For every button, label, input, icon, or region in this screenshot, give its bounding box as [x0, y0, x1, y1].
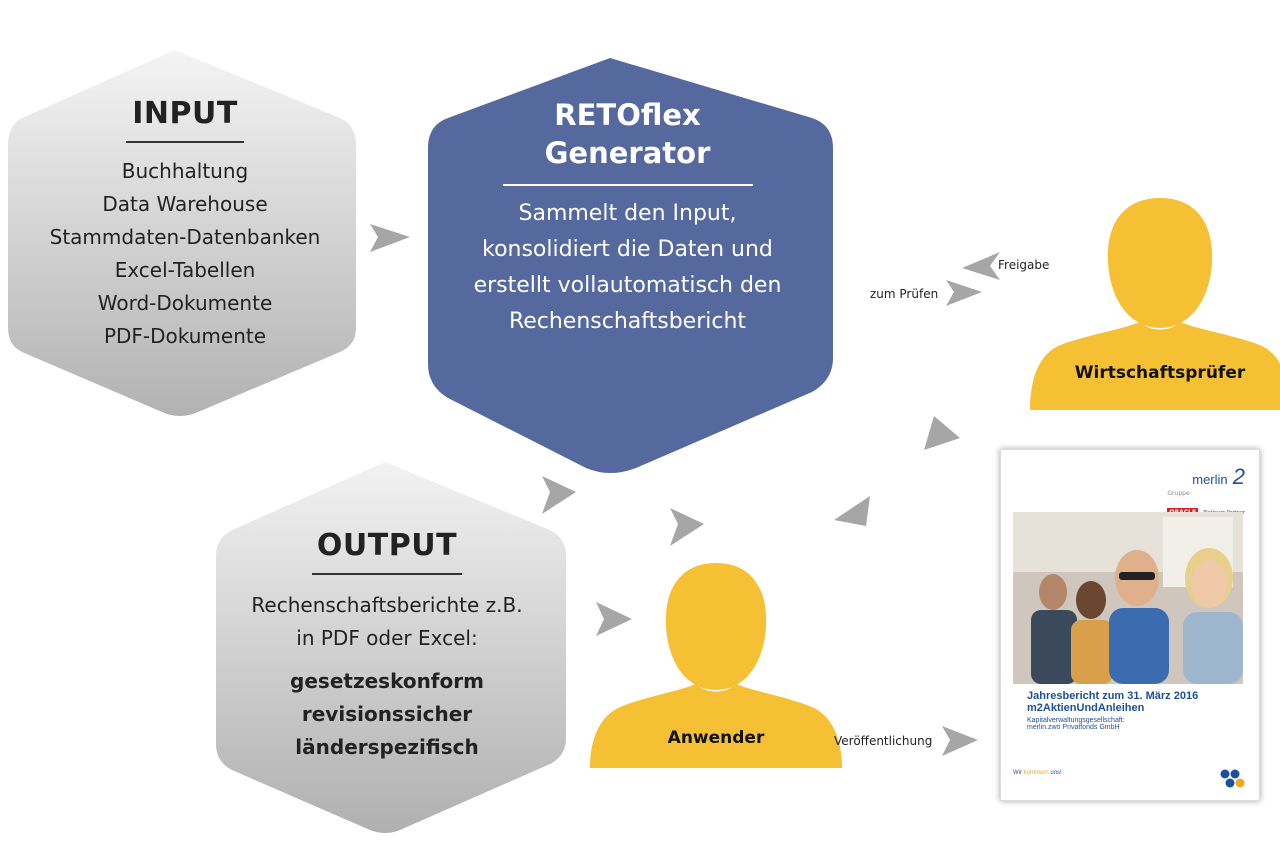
output-bold-item: gesetzeskonform	[290, 669, 484, 693]
input-items-list: Buchhaltung Data Warehouse Stammdaten-Da…	[40, 155, 330, 353]
list-item: Buchhaltung	[121, 159, 249, 183]
generator-title-rule	[502, 184, 753, 186]
output-title: OUTPUT	[316, 528, 458, 563]
person-body-2	[1071, 620, 1113, 684]
input-title-rule	[126, 141, 244, 143]
person-body-3	[1109, 608, 1169, 684]
input-title: INPUT	[132, 96, 238, 131]
report-brand: merlin	[1192, 472, 1228, 487]
generator-description: Sammelt den Input, konsolidiert die Date…	[455, 196, 800, 340]
auditor-label: Wirtschaftsprüfer	[1074, 363, 1246, 383]
list-item: Word-Dokumente	[97, 291, 273, 315]
output-lines: Rechenschaftsberichte z.B. in PDF oder E…	[232, 589, 542, 655]
report-sub-line1: Kapitalverwaltungsgesellschaft:	[1027, 717, 1125, 724]
list-item: PDF-Dokumente	[103, 324, 267, 348]
report-title-line2: m2AktienUndAnleihen	[1027, 702, 1145, 714]
logo-dot-2	[1230, 769, 1240, 779]
logo-dot-3	[1225, 778, 1235, 788]
report-slogan: Wir kümmern uns!	[1013, 770, 1062, 776]
report-title-block: Jahresbericht zum 31. März 2016 m2Aktien…	[1027, 690, 1251, 731]
logo-dot-1	[1220, 769, 1230, 779]
arrow-release	[962, 252, 1000, 280]
person-glasses	[1119, 572, 1155, 580]
generator-desc-line: konsolidiert die Daten und	[482, 237, 773, 262]
list-item: Stammdaten-Datenbanken	[49, 225, 321, 249]
person-body-4	[1183, 612, 1243, 684]
input-hexagon	[8, 50, 356, 416]
generator-hexagon	[428, 58, 833, 473]
list-item: Excel-Tabellen	[114, 258, 256, 282]
report-brand-mark: 2	[1232, 464, 1245, 489]
generator-title-line2: Generator	[544, 136, 711, 170]
auditor-person-icon	[1030, 198, 1280, 410]
arrow-report-to-auditor	[924, 416, 960, 450]
person-body-1	[1031, 610, 1077, 684]
user-person-icon	[590, 563, 842, 768]
report-brand-sub: Gruppe	[1167, 490, 1190, 497]
user-label: Anwender	[667, 728, 765, 748]
output-line: in PDF oder Excel:	[296, 626, 478, 650]
list-item: Data Warehouse	[102, 192, 268, 216]
output-bold-items: gesetzeskonform revisionssicher ländersp…	[232, 665, 542, 764]
generator-desc-line: Sammelt den Input,	[518, 201, 737, 226]
arrow-generator-to-output	[542, 476, 576, 514]
report-logo: merlin 2 Gruppe ORACLE Platinum Partner	[1167, 464, 1245, 518]
annual-report-cover: merlin 2 Gruppe ORACLE Platinum Partner …	[1000, 449, 1260, 801]
person-head-1	[1039, 574, 1067, 610]
generator-title-line1: RETOflex	[554, 98, 701, 132]
arrow-user-to-generator	[670, 508, 704, 546]
input-text-block: INPUT Buchhaltung Data Warehouse Stammda…	[40, 96, 330, 353]
output-title-rule	[312, 573, 462, 575]
arrow-input-to-generator	[370, 224, 410, 252]
report-hexagon-logo-icon	[1220, 769, 1245, 788]
arrow-publish	[942, 726, 978, 756]
arrow-user-to-auditor	[834, 496, 870, 526]
publish-label: Veröffentlichung	[834, 734, 933, 748]
slogan-highlight: kümmern	[1023, 770, 1049, 776]
arrow-output-to-user	[596, 602, 632, 636]
report-title-line1: Jahresbericht zum 31. März 2016	[1027, 690, 1199, 702]
output-text-block: OUTPUT Rechenschaftsberichte z.B. in PDF…	[232, 528, 542, 764]
report-sub-line2: merlin.zwo Privatfonds GmbH	[1027, 724, 1120, 731]
output-bold-item: länderspezifisch	[295, 735, 479, 759]
output-bold-item: revisionssicher	[301, 702, 473, 726]
release-label: Freigabe	[998, 258, 1050, 272]
output-hexagon	[216, 462, 566, 833]
slogan-suffix: uns!	[1048, 770, 1062, 776]
generator-text-block: RETOflex Generator Sammelt den Input, ko…	[455, 96, 800, 340]
person-head-4	[1191, 560, 1227, 608]
report-photo	[1013, 512, 1243, 684]
output-line: Rechenschaftsberichte z.B.	[251, 593, 523, 617]
generator-desc-line: Rechenschaftsbericht	[508, 309, 747, 334]
person-head-2	[1076, 581, 1106, 619]
logo-dot-4	[1235, 778, 1245, 788]
generator-desc-line: erstellt vollautomatisch den	[473, 273, 782, 298]
check-label: zum Prüfen	[870, 287, 939, 301]
arrow-check	[946, 280, 982, 306]
slogan-prefix: Wir	[1013, 770, 1024, 776]
